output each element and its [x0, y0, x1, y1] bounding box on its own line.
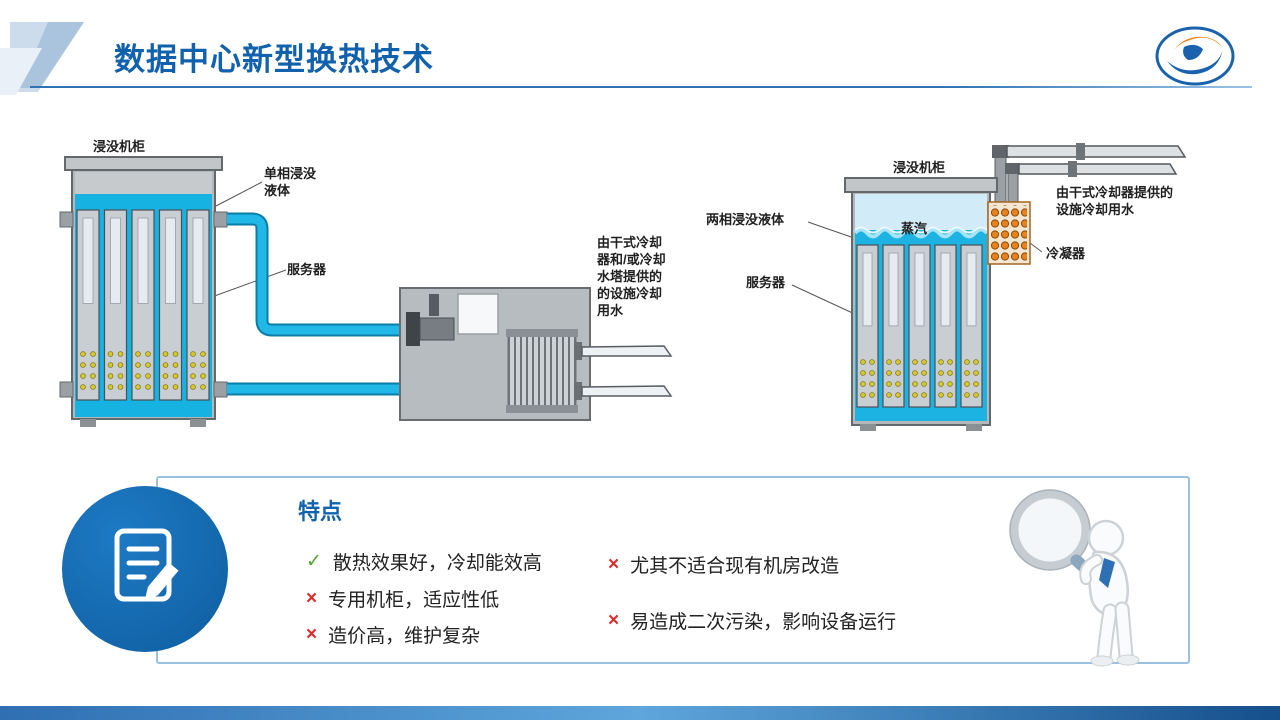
features-title: 特点 — [298, 499, 343, 524]
feature-text: 散热效果好，冷却能效高 — [332, 553, 542, 574]
feature-item: × 造价高，维护复杂 — [306, 621, 480, 648]
feature-text: 尤其不适合现有机房改造 — [630, 556, 840, 577]
feature-item: ✓ 散热效果好，冷却能效高 — [306, 548, 542, 575]
label-cabinet-right: 浸没机柜 — [893, 160, 946, 175]
immersion-cabinet — [844, 177, 998, 431]
label-server-left: 服务器 — [287, 262, 327, 277]
feature-item: × 专用机柜，适应性低 — [306, 585, 499, 612]
footer-bar — [0, 706, 1280, 720]
figure-magnifier-illustration — [1009, 489, 1140, 667]
page-title: 数据中心新型换热技术 — [114, 42, 434, 77]
feature-item: × 尤其不适合现有机房改造 — [608, 551, 839, 578]
single-phase-immersion-diagram — [59, 156, 673, 427]
two-phase-immersion-diagram — [791, 143, 1187, 431]
company-logo-icon — [1155, 26, 1235, 86]
check-icon: ✓ — [306, 551, 322, 572]
cross-icon: × — [306, 624, 318, 645]
cross-icon: × — [608, 554, 620, 575]
coolant-pipes — [227, 212, 432, 396]
facility-water-pipes — [992, 143, 1187, 207]
label-server-right: 服务器 — [746, 275, 786, 290]
server-blades — [856, 244, 983, 408]
feature-item: × 易造成二次污染，影响设备运行 — [608, 607, 896, 634]
condenser — [987, 201, 1031, 265]
header-divider — [30, 86, 1252, 88]
label-facility-water-right: 由干式冷却器提供的设施冷却用水 — [1056, 185, 1174, 217]
server-blades — [76, 209, 210, 401]
feature-text: 专用机柜，适应性低 — [328, 590, 500, 611]
header-decoration — [0, 22, 84, 95]
cross-icon: × — [306, 588, 318, 609]
features-badge — [62, 486, 228, 652]
feature-text: 造价高，维护复杂 — [328, 626, 481, 647]
label-cabinet-left: 浸没机柜 — [93, 139, 146, 154]
document-pencil-icon — [114, 528, 179, 602]
label-vapor: 蒸汽 — [901, 221, 928, 236]
immersion-cabinet — [59, 156, 228, 427]
label-facility-water-left: 由干式冷却器和/或冷却水塔提供的的设施冷却用水 — [597, 235, 666, 318]
label-two-phase-fluid: 两相浸没液体 — [706, 212, 785, 227]
cross-icon: × — [608, 610, 620, 631]
label-single-phase-fluid: 单相浸没液体 — [264, 166, 317, 198]
heat-exchanger-unit — [399, 287, 673, 421]
label-condenser: 冷凝器 — [1046, 246, 1086, 261]
feature-text: 易造成二次污染，影响设备运行 — [630, 612, 897, 633]
